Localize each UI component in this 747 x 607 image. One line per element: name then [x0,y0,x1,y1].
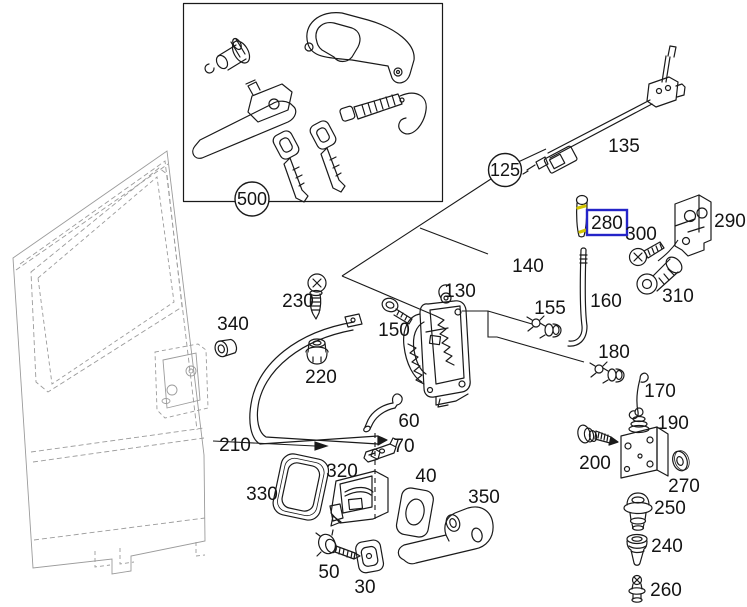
part-270-drawing [672,450,690,472]
key-drawing [272,130,309,203]
part-label-190[interactable]: 190 [657,413,689,434]
part-230-drawing [307,273,327,320]
part-180-drawing [589,361,625,384]
part-label-50[interactable]: 50 [318,562,339,583]
part-300-drawing [628,241,665,267]
part-40-drawing [395,487,434,538]
part-330-drawing [272,453,330,521]
part-label-155[interactable]: 155 [534,298,566,319]
part-label-135[interactable]: 135 [608,136,640,157]
part-130-drawing [403,284,471,408]
part-290-drawing [674,194,712,257]
part-30-drawing [355,539,385,574]
part-label-140[interactable]: 140 [512,256,544,277]
highlight-mark [576,204,587,210]
part-label-290[interactable]: 290 [714,211,746,232]
part-210-drawing [249,313,388,446]
part-160-drawing [567,247,588,347]
part-label-220[interactable]: 220 [305,367,337,388]
part-200-drawing [577,424,619,446]
selection-box-280 [585,208,629,237]
part-155-drawing [526,315,562,339]
handle-kit-box [182,2,444,203]
part-label-40[interactable]: 40 [415,466,436,487]
part-50-drawing [315,529,361,560]
part-label-130[interactable]: 130 [444,281,476,302]
part-label-240[interactable]: 240 [651,536,683,557]
part-280-drawing [575,194,589,238]
part-label-320[interactable]: 320 [326,461,358,482]
part-label-30[interactable]: 30 [354,577,375,598]
part-70-drawing [370,437,399,460]
part-320-drawing [329,448,389,527]
part-190-drawing [620,407,669,479]
part-label-250[interactable]: 250 [654,498,686,519]
part-label-350[interactable]: 350 [468,487,500,508]
part-label-330[interactable]: 330 [246,484,278,505]
part-label-200[interactable]: 200 [579,453,611,474]
part-label-340[interactable]: 340 [217,314,249,335]
part-label-280[interactable]: 280 [591,213,623,234]
part-340-drawing [214,338,238,358]
part-60-drawing [363,393,403,433]
lock-cylinder-drawing [204,37,251,74]
part-220-drawing [305,338,329,365]
callout-500[interactable]: 500 [234,181,270,217]
part-label-160[interactable]: 160 [590,291,622,312]
handle-carrier-drawing [192,79,297,159]
part-150-drawing [381,297,413,325]
part-240-drawing [626,533,648,566]
part-label-180[interactable]: 180 [598,342,630,363]
key-blank-with-ring-drawing [339,92,427,135]
part-310-drawing [636,256,683,295]
door-outline-drawing [12,150,209,575]
part-350-drawing [397,506,494,565]
part-label-70[interactable]: 70 [393,436,414,457]
callout-125[interactable]: 125 [487,152,523,188]
part-label-260[interactable]: 260 [650,580,682,601]
highlight-mark [578,228,588,234]
part-260-drawing [628,574,646,603]
outer-door-handle-drawing [304,12,415,84]
part-135-drawing [522,45,686,175]
part-label-230[interactable]: 230 [282,291,314,312]
part-label-270[interactable]: 270 [668,476,700,497]
part-label-60[interactable]: 60 [398,411,419,432]
part-label-310[interactable]: 310 [662,286,694,307]
part-label-210[interactable]: 210 [219,435,251,456]
part-labels: 135 280 300 290 310 160 155 180 140 130 … [217,136,746,601]
part-250-drawing [623,492,653,531]
key-drawing [309,120,346,193]
part-label-170[interactable]: 170 [644,381,676,402]
part-label-150[interactable]: 150 [378,320,410,341]
callout-125-label[interactable]: 125 [490,160,520,180]
callout-500-label[interactable]: 500 [237,189,267,209]
part-label-300[interactable]: 300 [625,224,657,245]
